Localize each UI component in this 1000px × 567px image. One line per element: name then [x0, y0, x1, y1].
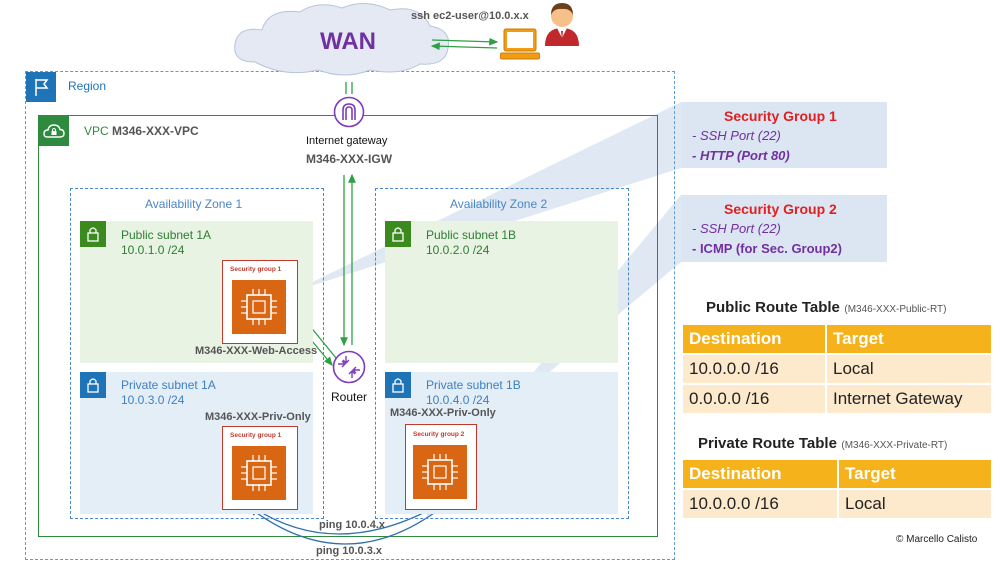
public-subnet-1a-cidr: 10.0.1.0 /24: [121, 243, 185, 257]
public-rt-cell: Internet Gateway: [827, 385, 991, 413]
private-subnet-1a-name: Private subnet 1A: [121, 378, 216, 392]
web-instance-name: M346-XXX-Web-Access: [195, 345, 318, 357]
private-subnet-1b-lock-icon: [385, 372, 411, 398]
private-rt-title-text: Private Route Table: [698, 435, 837, 452]
availability-zone-1: [70, 188, 324, 519]
public-subnet-1b-name: Public subnet 1B: [426, 228, 517, 242]
ssh-command-label: ssh ec2-user@10.0.x.x: [411, 10, 529, 22]
public-rt-cell: Local: [827, 355, 991, 383]
table-header-row: Destination Target: [683, 460, 991, 488]
laptop-icon: [500, 28, 540, 62]
ping-arc-inner: [253, 507, 435, 535]
router-label: Router: [331, 390, 368, 404]
az2-label: Availability Zone 2: [450, 197, 548, 211]
copyright: © Marcello Calisto: [896, 534, 978, 545]
private-subnet-1a-lock-icon: [80, 372, 106, 398]
table-row: 10.0.0.0 /16 Local: [683, 490, 991, 518]
priv-b-security-group-label: Security group 2: [413, 431, 465, 438]
public-rt-name: (M346-XXX-Public-RT): [844, 304, 947, 315]
wan-to-laptop-arrow: [431, 37, 499, 46]
public-rt-cell: 0.0.0.0 /16: [683, 385, 825, 413]
vpc-prefix: VPC: [84, 124, 109, 138]
priv-a-security-group-label: Security group 1: [230, 432, 282, 439]
table-header-row: Destination Target: [683, 325, 991, 353]
priv-b-instance-name: M346-XXX-Priv-Only: [390, 407, 496, 419]
igw-label: Internet gateway: [306, 135, 388, 147]
web-ec2-instance-icon: [232, 280, 286, 334]
table-row: 0.0.0.0 /16 Internet Gateway: [683, 385, 991, 413]
router-icon: [332, 350, 366, 384]
region-flag-icon: [26, 72, 56, 102]
private-rt-cell: 10.0.0.0 /16: [683, 490, 837, 518]
public-rt-title: Public Route Table (M346-XXX-Public-RT): [706, 299, 946, 317]
internet-gateway-icon: [333, 96, 365, 128]
public-rt-header-destination: Destination: [683, 325, 825, 353]
private-rt-title: Private Route Table (M346-XXX-Private-RT…: [698, 435, 947, 453]
az1-label: Availability Zone 1: [145, 197, 243, 211]
wan-label: WAN: [320, 28, 376, 55]
private-rt-cell: Local: [839, 490, 991, 518]
private-route-table: Destination Target 10.0.0.0 /16 Local: [681, 458, 993, 520]
sg2-callout: [681, 195, 887, 262]
private-rt-header-target: Target: [839, 460, 991, 488]
sg2-callout-line1: - SSH Port (22): [692, 221, 781, 236]
availability-zone-2: [375, 188, 629, 519]
private-rt-name: (M346-XXX-Private-RT): [841, 440, 948, 451]
region-label: Region: [68, 79, 107, 93]
web-security-group-label: Security group 1: [230, 266, 282, 273]
public-route-table: Destination Target 10.0.0.0 /16 Local 0.…: [681, 323, 993, 415]
public-subnet-1a-name: Public subnet 1A: [121, 228, 212, 242]
private-subnet-1a-cidr: 10.0.3.0 /24: [121, 393, 185, 407]
ping-arc-outer: [248, 507, 442, 545]
public-subnet-1a-lock-icon: [80, 221, 106, 247]
public-rt-header-target: Target: [827, 325, 991, 353]
private-rt-header-destination: Destination: [683, 460, 837, 488]
ping-label-2: ping 10.0.3.x: [316, 545, 383, 557]
private-subnet-1b-cidr: 10.0.4.0 /24: [426, 393, 490, 407]
sg2-callout-line2: - ICMP (for Sec. Group2): [692, 241, 842, 256]
sg1-callout-line1: - SSH Port (22): [692, 128, 781, 143]
public-subnet-1b-cidr: 10.0.2.0 /24: [426, 243, 490, 257]
public-subnet-1b-lock-icon: [385, 221, 411, 247]
ping-label-1: ping 10.0.4.x: [319, 519, 386, 531]
priv-b-ec2-instance-icon: [413, 445, 467, 499]
sg1-callout: [681, 102, 887, 168]
public-subnet-1b: [385, 221, 618, 363]
priv-a-instance-name: M346-XXX-Priv-Only: [205, 411, 311, 423]
public-rt-title-text: Public Route Table: [706, 299, 840, 316]
sg1-callout-title: Security Group 1: [724, 108, 837, 124]
igw-name: M346-XXX-IGW: [306, 152, 393, 166]
private-subnet-1b-name: Private subnet 1B: [426, 378, 521, 392]
user-icon: [542, 0, 582, 46]
table-row: 10.0.0.0 /16 Local: [683, 355, 991, 383]
vpc-label: VPC M346-XXX-VPC: [84, 124, 199, 138]
sg2-callout-title: Security Group 2: [724, 201, 837, 217]
public-rt-cell: 10.0.0.0 /16: [683, 355, 825, 383]
vpc-cloud-icon: [39, 116, 69, 146]
priv-a-ec2-instance-icon: [232, 446, 286, 500]
vpc-name: M346-XXX-VPC: [112, 124, 199, 138]
laptop-to-wan-arrow: [430, 42, 498, 51]
sg1-callout-line2: - HTTP (Port 80): [692, 148, 790, 163]
